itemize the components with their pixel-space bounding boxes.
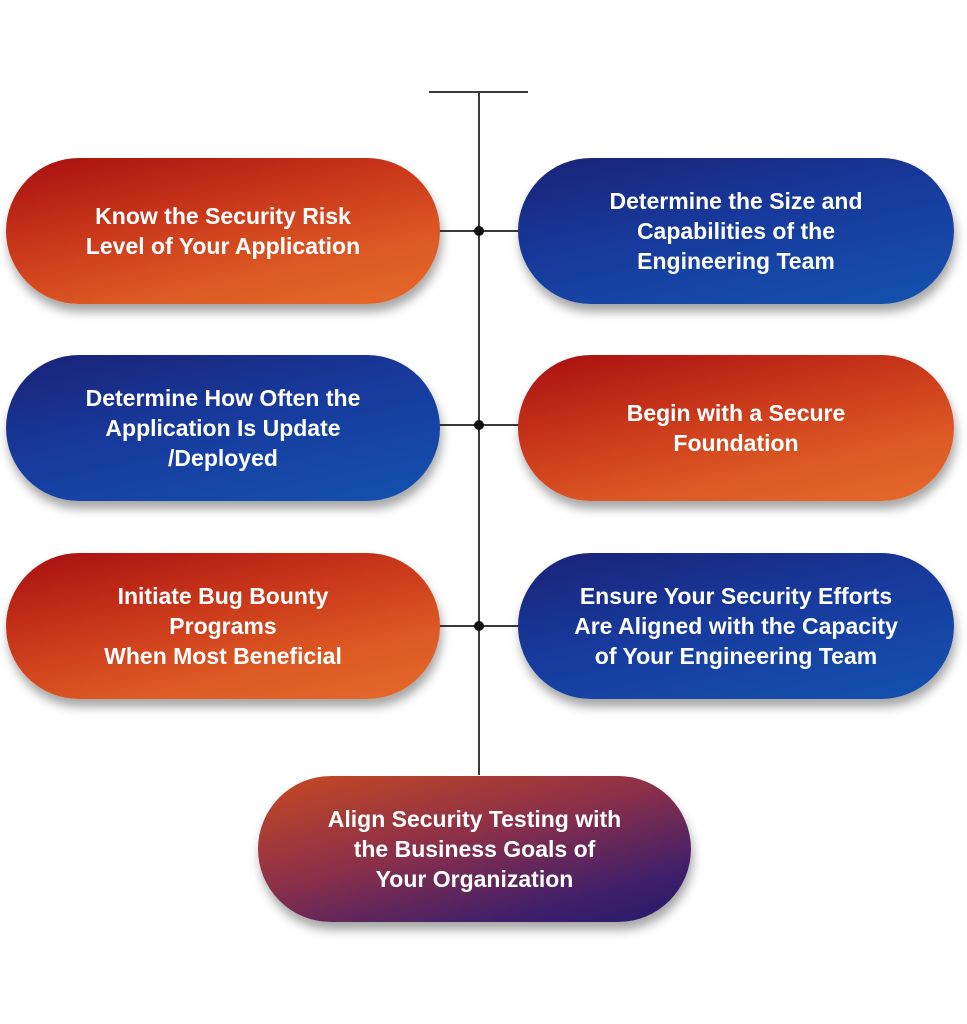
junction-dot-row-3 bbox=[474, 621, 484, 631]
vertical-spine-line bbox=[478, 91, 480, 775]
step-align-business-goals: Align Security Testing with the Business… bbox=[258, 776, 691, 922]
junction-dot-row-2 bbox=[474, 420, 484, 430]
step-secure-foundation: Begin with a Secure Foundation bbox=[518, 355, 954, 501]
step-label: Initiate Bug Bounty Programs When Most B… bbox=[104, 583, 342, 669]
step-label: Begin with a Secure Foundation bbox=[626, 400, 846, 456]
step-label: Determine How Often the Application Is U… bbox=[85, 385, 361, 471]
step-align-with-capacity: Ensure Your Security Efforts Are Aligned… bbox=[518, 553, 954, 699]
step-bug-bounty-programs: Initiate Bug Bounty Programs When Most B… bbox=[6, 553, 440, 699]
junction-dot-row-1 bbox=[474, 226, 484, 236]
step-label: Know the Security Risk Level of Your App… bbox=[85, 203, 361, 259]
step-engineering-team-size: Determine the Size and Capabilities of t… bbox=[518, 158, 954, 304]
step-label: Determine the Size and Capabilities of t… bbox=[609, 188, 863, 274]
step-security-risk-level: Know the Security Risk Level of Your App… bbox=[6, 158, 440, 304]
step-label: Align Security Testing with the Business… bbox=[327, 806, 622, 892]
step-update-frequency: Determine How Often the Application Is U… bbox=[6, 355, 440, 501]
step-label: Ensure Your Security Efforts Are Aligned… bbox=[574, 583, 898, 669]
